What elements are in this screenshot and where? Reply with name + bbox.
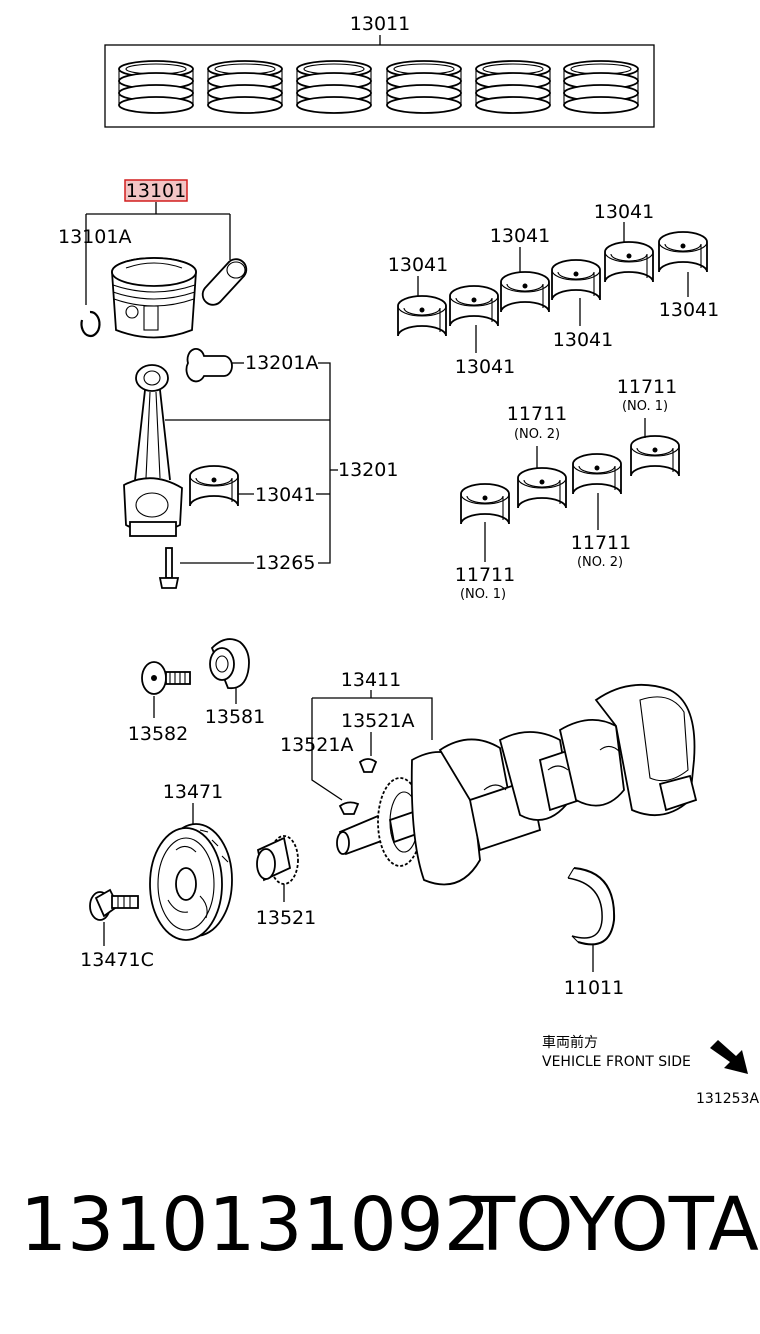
crankshaft-group: 13411 13521A 13521A [280,669,698,886]
connecting-rod-group: 13201A 13201 13041 13265 [123,348,398,589]
key [338,801,360,815]
label-13101[interactable]: 13101 [126,180,186,202]
label-11711: 11711 [507,403,567,425]
label-11711-no1: (NO. 1) [622,399,668,414]
piston-ring-set [475,60,551,114]
label-13411: 13411 [341,669,401,691]
label-13201A: 13201A [245,352,318,374]
label-13041: 13041 [553,329,613,351]
connecting-rod [123,364,183,537]
label-13471: 13471 [163,781,223,803]
bearing [449,285,499,327]
crank-angle-sensor-plate [209,638,250,690]
label-11711: 11711 [455,564,515,586]
bearing [658,231,708,273]
label-11711-no2: (NO. 2) [577,555,623,570]
label-13041: 13041 [388,254,448,276]
piston-ring-set [296,60,372,114]
footer-brand: TOYOTA [470,1182,759,1268]
rod-bearing [189,465,239,507]
front-arrow-icon [710,1040,748,1074]
label-11711-no2: (NO. 2) [514,427,560,442]
piston [111,257,197,339]
piston-group: 13101 13101A [58,179,248,339]
label-13265: 13265 [255,552,315,574]
label-13041: 13041 [659,299,719,321]
label-13041: 13041 [594,201,654,223]
crank-bolt-washer-group: 13582 13581 [128,638,265,745]
orientation-english: VEHICLE FRONT SIDE [542,1054,691,1070]
footer-part-number: 1310131092 [20,1182,491,1268]
label-13521A: 13521A [280,734,353,756]
label-13041-rod: 13041 [255,484,315,506]
piston-ring-set [386,60,462,114]
washer-bolt [141,661,191,695]
crankshaft [336,683,698,886]
bearing [604,241,654,283]
label-13011: 13011 [350,13,410,35]
label-13471C: 13471C [80,949,154,971]
key [358,758,378,773]
label-13581: 13581 [205,706,265,728]
snap-ring [80,310,101,338]
orientation-japanese: 車両前方 [542,1034,598,1051]
pulley-bolt [89,888,139,921]
label-11711: 11711 [571,532,631,554]
bearing [460,483,510,525]
label-11711: 11711 [617,376,677,398]
pulley-group: 13471 13471C [80,781,233,971]
label-13201: 13201 [338,459,398,481]
piston-ring-set [563,60,639,114]
piston-pin [201,258,248,306]
timing-gear [256,835,299,885]
bearing-row-11711: 11711 (NO. 1) 11711 (NO. 2) 11711 (NO. 2… [455,376,680,602]
piston-ring-group: 13011 [104,13,655,128]
label-13041: 13041 [455,356,515,378]
label-13521A: 13521A [341,710,414,732]
label-13582: 13582 [128,723,188,745]
bearing [630,435,680,477]
small-end-bushing [185,348,233,383]
label-13521: 13521 [256,907,316,929]
label-13041: 13041 [490,225,550,247]
bearing [572,453,622,495]
thrust-washer-group: 11011 [564,867,624,999]
timing-gear-group: 13521 [256,835,316,929]
label-11711-no1: (NO. 1) [460,587,506,602]
label-13101A: 13101A [58,226,131,248]
bearing [500,271,550,313]
bearing [397,295,447,337]
bearing [517,467,567,509]
vehicle-front-indicator: 車両前方 VEHICLE FRONT SIDE 131253A [542,1034,759,1107]
rod-bolt [158,547,180,589]
illustration-code: 131253A [696,1091,759,1107]
bearing-row-13041: 13041 13041 13041 13041 13041 13041 [388,201,719,378]
highlight-box [124,179,188,202]
crankshaft-pulley [149,823,233,941]
label-11011: 11011 [564,977,624,999]
piston-ring-set [207,60,283,114]
piston-ring-set [118,60,194,114]
bearing [551,259,601,301]
